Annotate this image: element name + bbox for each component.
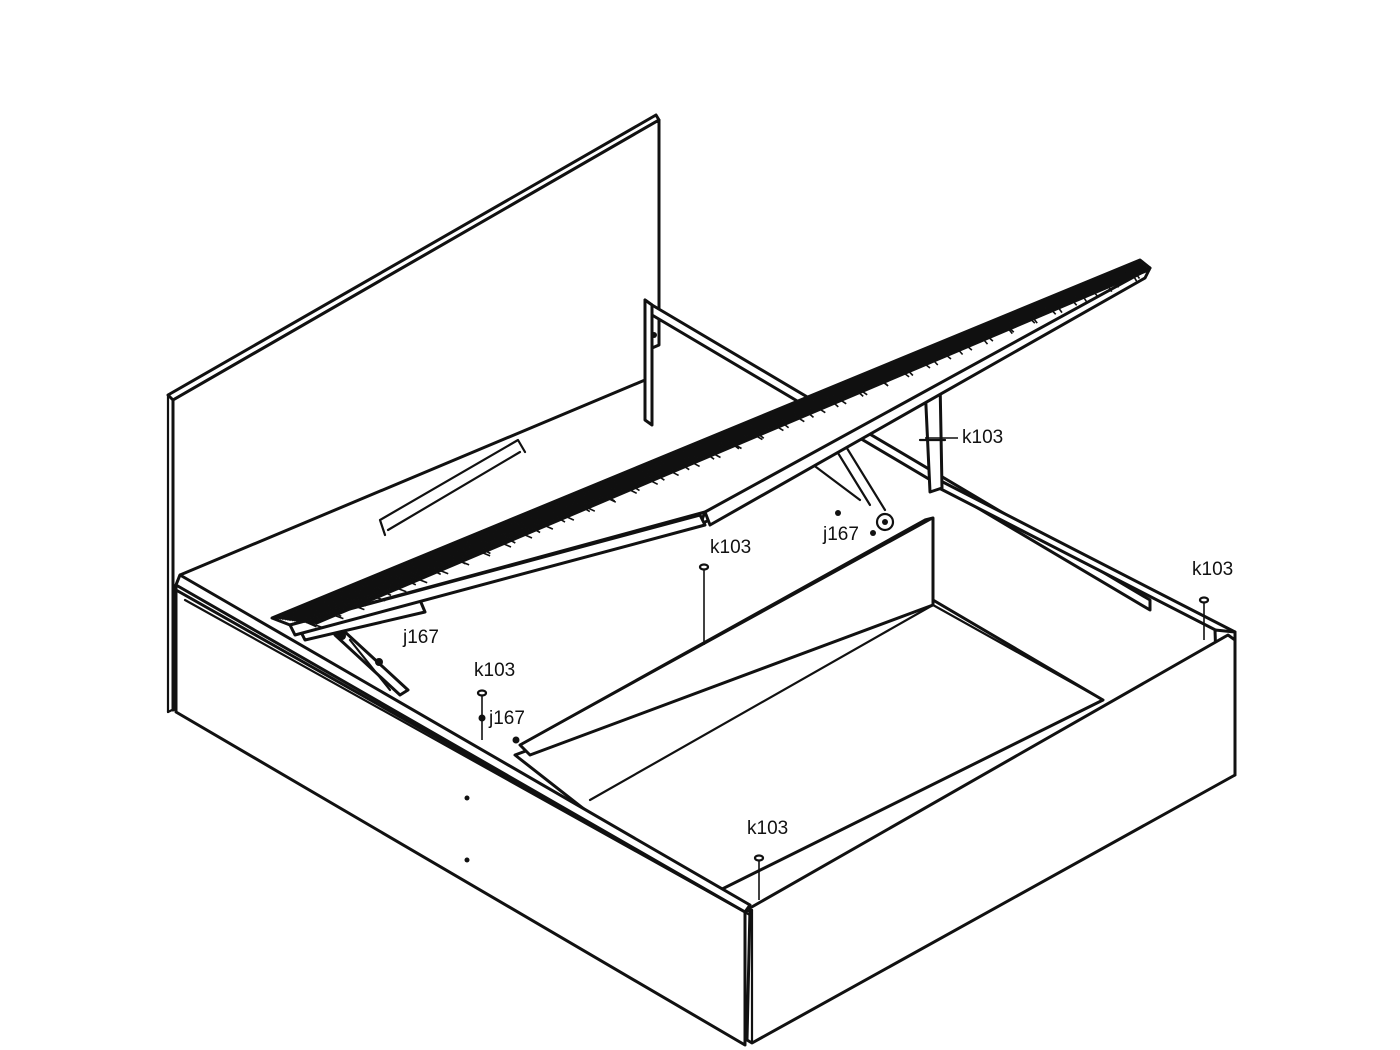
slat-band bbox=[315, 269, 1151, 625]
center-divider bbox=[518, 516, 935, 757]
right-side-rail bbox=[745, 476, 1237, 1045]
label-k103-front: k103 bbox=[747, 818, 788, 839]
label-j167-front: j167 bbox=[488, 708, 525, 729]
callouts bbox=[476, 437, 1210, 900]
frame-handle bbox=[378, 438, 527, 537]
label-k103-left: k103 bbox=[474, 660, 515, 681]
slatted-frame bbox=[270, 258, 1152, 637]
label-k103-bracket: k103 bbox=[962, 427, 1003, 448]
label-j167-left: j167 bbox=[402, 627, 439, 648]
front-rail bbox=[174, 573, 754, 1047]
label-k103-right-rail: k103 bbox=[1192, 559, 1233, 580]
inner-front-wall bbox=[183, 598, 752, 917]
label-j167-right: j167 bbox=[822, 524, 859, 545]
label-k103-center: k103 bbox=[710, 537, 751, 558]
slats bbox=[272, 261, 1151, 629]
